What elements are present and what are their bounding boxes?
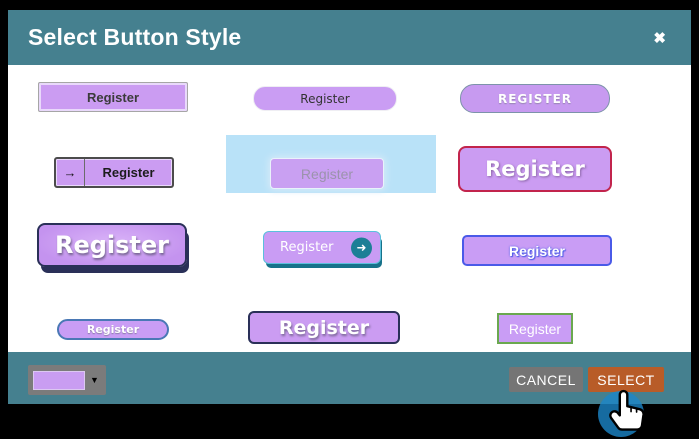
- style-option-teal-arrow[interactable]: Register ➜: [263, 231, 381, 264]
- hand-pointer-icon: [609, 389, 645, 431]
- dialog-header: Select Button Style ✖: [8, 10, 691, 65]
- chevron-down-icon: ▼: [90, 374, 99, 385]
- style-option-label: Register: [102, 165, 155, 180]
- style-option-caps-pill[interactable]: REGISTER: [460, 84, 610, 113]
- style-option-label: Register: [280, 240, 334, 255]
- style-option-blue-border[interactable]: Register: [462, 235, 612, 266]
- close-icon[interactable]: ✖: [653, 29, 666, 47]
- style-option-small-pill[interactable]: Register: [57, 319, 169, 340]
- style-option-3d-shadow[interactable]: Register: [37, 223, 187, 267]
- style-option-pill-selected[interactable]: Register: [253, 86, 397, 111]
- button-color-dropdown[interactable]: ▼: [28, 365, 106, 395]
- style-option-red-border[interactable]: Register: [458, 146, 612, 192]
- style-option-navy-border[interactable]: Register: [248, 311, 400, 344]
- circle-arrow-icon: ➜: [351, 237, 372, 258]
- style-option-green-border[interactable]: Register: [497, 313, 573, 344]
- cancel-button[interactable]: CANCEL: [509, 367, 583, 392]
- style-option-boxed[interactable]: Register: [38, 82, 188, 112]
- right-arrow-icon: →: [56, 159, 85, 186]
- style-option-muted-glow[interactable]: Register: [270, 158, 384, 189]
- style-option-arrow-segment[interactable]: → Register: [54, 157, 174, 188]
- color-swatch: [33, 370, 85, 390]
- select-button[interactable]: SELECT: [588, 367, 664, 392]
- dialog-title: Select Button Style: [28, 24, 242, 50]
